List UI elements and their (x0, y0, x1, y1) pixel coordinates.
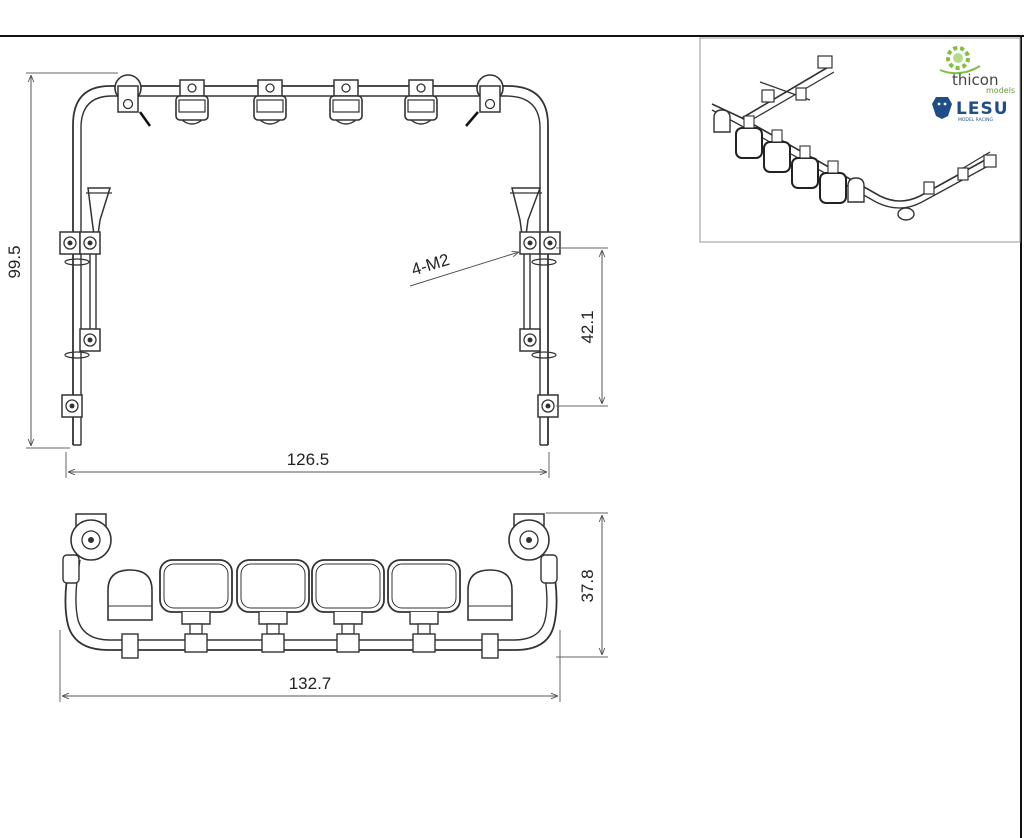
front-clamp-2 (253, 79, 287, 125)
top-lamp-2 (236, 559, 310, 653)
left-corner-mount (114, 74, 152, 127)
right-corner-mount (465, 74, 504, 127)
bolt-left-lower (61, 394, 83, 418)
top-lamp-3 (311, 559, 385, 653)
front-clamp-4 (404, 79, 438, 125)
top-depth-dim: 37.8 (578, 569, 597, 602)
bolt-left-upper-a (59, 231, 81, 255)
front-view: 99.5 126.5 42.1 4-M2 (5, 72, 608, 478)
front-clamp-3 (329, 79, 363, 125)
front-clamp-1 (175, 79, 209, 125)
left-horn (87, 187, 112, 236)
front-width-dim: 126.5 (287, 450, 330, 469)
top-lamp-1 (159, 559, 233, 653)
iso-tube-front (711, 103, 986, 202)
right-horn (511, 187, 542, 236)
bolt-right-upper-b (539, 231, 561, 255)
top-view: 37.8 132.7 (59, 512, 608, 702)
thicon-gear-icon (939, 46, 981, 75)
top-frame-outer (64, 559, 558, 651)
top-frame-inner (75, 559, 548, 641)
lesu-logo-text: LESU (956, 99, 1009, 119)
iso-lamps (735, 115, 847, 204)
top-right-beacon (467, 569, 513, 659)
iso-view: thicon models LESU MODEL RACING (699, 37, 1021, 243)
top-right-mount (508, 513, 558, 584)
thicon-logo-subtext: models (986, 86, 1015, 95)
bolt-right-lower (537, 394, 559, 418)
front-height-dim: 99.5 (5, 245, 24, 278)
top-left-beacon (107, 569, 153, 659)
front-frame-inner (80, 95, 541, 445)
front-frame-outer (72, 85, 549, 445)
lesu-logo-subtext: MODEL RACING (958, 117, 993, 123)
top-lamp-4 (387, 559, 461, 653)
top-width-dim: 132.7 (289, 674, 332, 693)
bolt-right-mid (519, 328, 541, 352)
front-bracket-spacing-dim: 42.1 (578, 310, 597, 343)
bolt-right-upper-a (519, 231, 541, 255)
bolt-left-upper-b (79, 231, 101, 255)
lesu-lion-icon (932, 97, 952, 119)
top-left-mount (62, 513, 112, 584)
thicon-logo-text: thicon (952, 71, 999, 89)
bolt-left-mid (79, 328, 101, 352)
